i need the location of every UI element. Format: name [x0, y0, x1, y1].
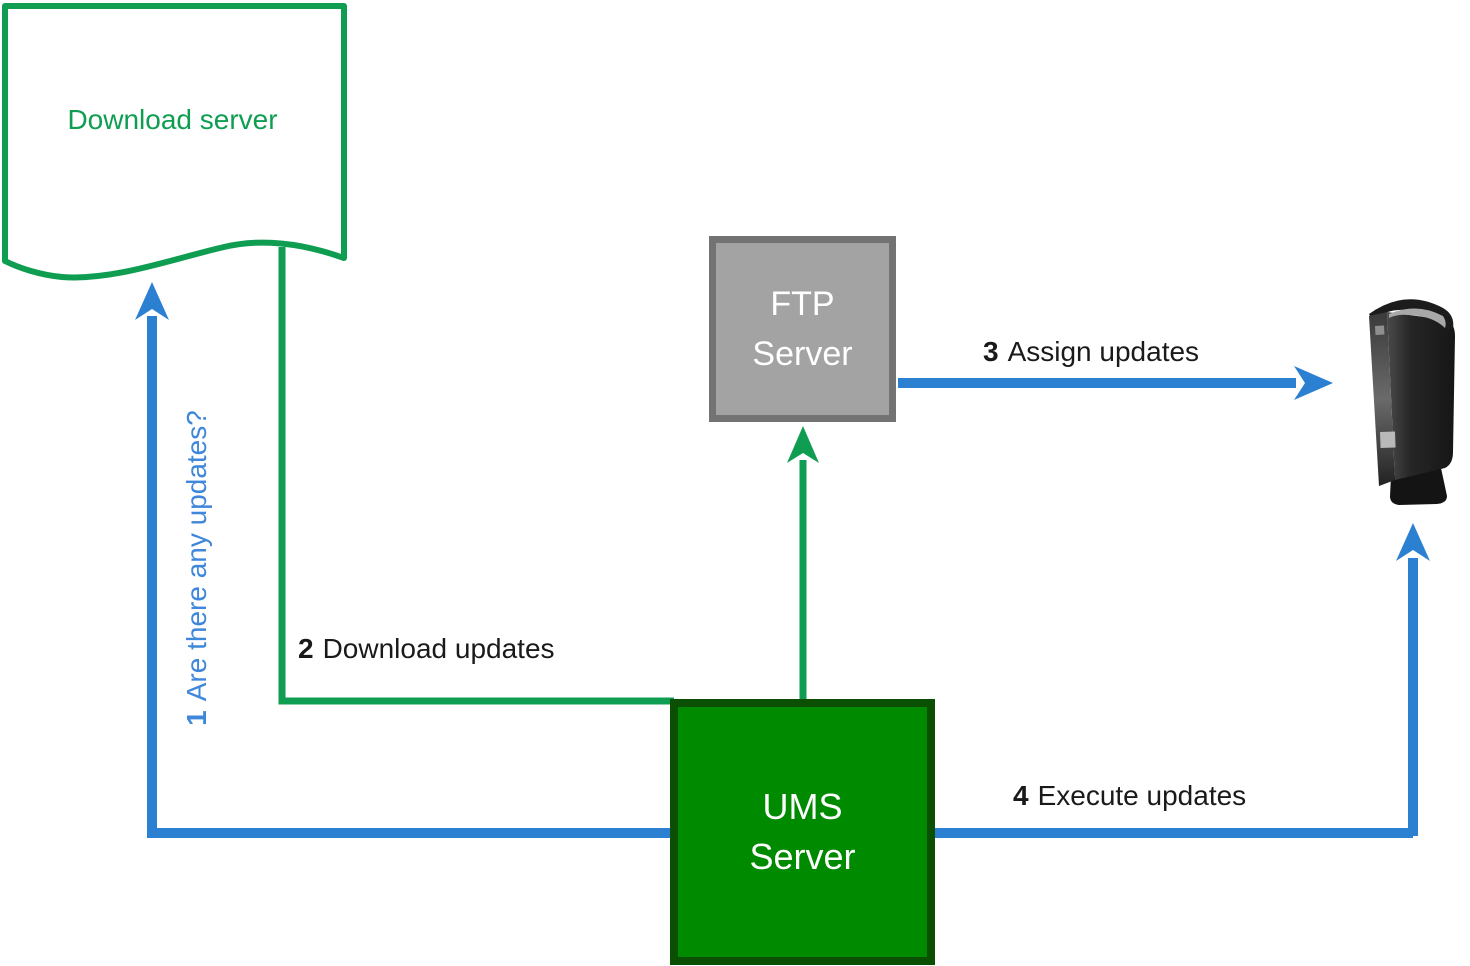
- ftp-server-label-line1: FTP: [770, 285, 835, 323]
- device-label: [1380, 431, 1396, 448]
- arrow-label-4: 4 Execute updates: [1013, 780, 1246, 812]
- arrow-3-text: Assign updates: [1007, 336, 1200, 367]
- device-top-highlight: [1389, 308, 1446, 328]
- arrow-1-text: Are there any updates?: [181, 410, 212, 702]
- download-server-node: [2, 3, 347, 281]
- document-shape-outline: [2, 3, 347, 281]
- arrow-2-text: Download updates: [322, 633, 555, 664]
- arrow-1-number: 1: [181, 710, 212, 726]
- arrow-label-3: 3 Assign updates: [983, 336, 1199, 368]
- device-side-panel: [1387, 312, 1455, 480]
- arrow-4-head: [1396, 523, 1430, 561]
- download-server-label-line2: server: [199, 104, 278, 135]
- thin-client-device: [1369, 299, 1455, 505]
- device-top-cap: [1369, 299, 1454, 330]
- arrow-4-number: 4: [1013, 780, 1029, 811]
- download-server-label-line1: Download: [67, 104, 192, 135]
- arrow-2-line: [278, 247, 674, 705]
- arrow-3-number: 3: [983, 336, 999, 367]
- arrow-label-1: 1 Are there any updates?: [181, 410, 213, 726]
- arrow-label-2: 2 Download updates: [298, 633, 555, 665]
- ums-to-ftp-head: [787, 426, 819, 463]
- arrow-4-text: Execute updates: [1037, 780, 1247, 811]
- ums-server-label-line1: UMS: [762, 786, 843, 827]
- device-logo: [1375, 325, 1385, 335]
- ums-server-node: UMS Server: [670, 699, 935, 965]
- arrow-2-number: 2: [298, 633, 314, 664]
- arrow-1-head: [135, 282, 169, 320]
- ftp-server-node: FTP Server: [709, 236, 896, 422]
- ums-server-label-line2: Server: [749, 836, 856, 877]
- arrow-1-line: [147, 316, 1413, 838]
- arrow-3-head: [1294, 366, 1333, 400]
- ftp-server-label-line2: Server: [752, 335, 853, 373]
- download-server-label: Download server: [60, 100, 285, 140]
